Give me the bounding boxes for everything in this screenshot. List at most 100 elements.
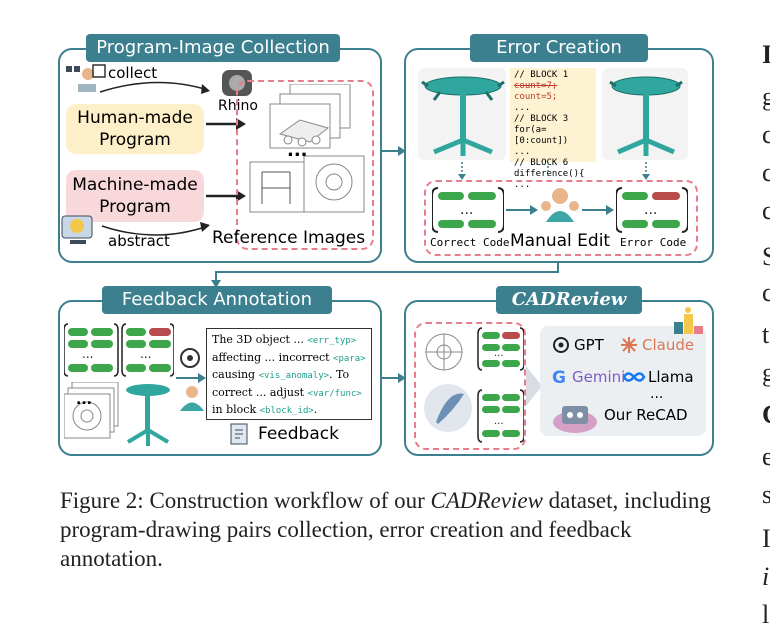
fb-text-6: in block xyxy=(212,403,260,416)
machine-program-line1: Machine-made xyxy=(72,175,198,195)
caption-suffix: dataset, including program-drawing pairs… xyxy=(60,488,711,571)
manual-edit-label: Manual Edit xyxy=(510,231,611,251)
correct-code-blocks: ... xyxy=(432,187,504,233)
gpt-icon xyxy=(553,337,569,353)
reviewer-icon xyxy=(180,386,204,411)
reference-images-label: Reference Images xyxy=(212,228,366,248)
code-line-8: // BLOCK 6 xyxy=(514,158,569,168)
model-ours-label: Our ReCAD xyxy=(604,406,688,424)
correct-cad-model xyxy=(421,76,505,156)
code-snippet: // BLOCK 1 count=7; count=5; ... // BLOC… xyxy=(510,68,596,190)
side-letter-6: S xyxy=(762,242,770,271)
model-gemini-label: Gemini xyxy=(572,368,626,386)
side-letter-8: t xyxy=(762,320,770,349)
fb-text-3: causing xyxy=(212,368,259,381)
svg-text:...: ... xyxy=(494,348,504,359)
side-letter-9: g xyxy=(762,358,770,387)
model-llama-label: Llama xyxy=(648,368,694,386)
recad-icon xyxy=(553,406,597,433)
gemini-icon: G xyxy=(552,368,566,388)
panel-title-error: Error Creation xyxy=(470,34,648,62)
llama-icon xyxy=(622,372,646,382)
feedback-text-card: The 3D object ... <err_typ> affecting ..… xyxy=(206,328,372,420)
panel-title-feedback: Feedback Annotation xyxy=(102,286,332,314)
models-ellipsis: ... xyxy=(650,386,664,402)
edit-arrow-out xyxy=(582,205,614,215)
figure-caption: Figure 2: Construction workflow of our C… xyxy=(60,486,720,573)
reference-ellipsis: ... xyxy=(287,140,308,161)
side-letter-7: c xyxy=(762,278,770,307)
side-letter-14: i xyxy=(762,562,770,591)
svg-text:...: ... xyxy=(644,202,657,218)
fb-text-2: affecting ... incorrect xyxy=(212,350,334,364)
svg-text:...: ... xyxy=(140,347,151,361)
cadreview-funnel-arrow xyxy=(526,366,542,406)
feedback-images xyxy=(64,382,170,446)
side-letter-10: C xyxy=(762,400,770,430)
side-letter-1: I xyxy=(762,40,770,69)
fb-tag-para: <para> xyxy=(333,353,366,364)
machine-to-images-arrow xyxy=(206,190,246,202)
chatgpt-icon xyxy=(180,348,200,368)
leaderboard-icon xyxy=(674,307,703,334)
code-line-2: count=7; xyxy=(514,81,558,91)
collect-label: collect xyxy=(108,64,158,82)
side-letter-2: g xyxy=(762,82,770,111)
svg-text:...: ... xyxy=(82,347,93,361)
side-letter-5: c xyxy=(762,196,770,225)
collect-arrow xyxy=(99,81,210,94)
error-code-label: Error Code xyxy=(620,236,687,249)
model-gpt-label: GPT xyxy=(574,336,604,354)
abstract-label: abstract xyxy=(108,232,170,250)
edit-arrow-in xyxy=(506,205,538,215)
human-program-line1: Human-made xyxy=(77,108,193,128)
edit-process-frame xyxy=(424,180,698,256)
svg-text:...: ... xyxy=(460,202,473,218)
cadreview-samples-frame xyxy=(414,322,526,450)
code-line-10: ... xyxy=(514,180,531,190)
abstract-arrow xyxy=(101,222,210,236)
svg-text:...: ... xyxy=(494,416,504,427)
claude-icon xyxy=(621,337,637,353)
fb-text-1: The 3D object ... xyxy=(212,333,308,346)
fb-text-5: correct ... adjust xyxy=(212,385,308,399)
machine-program-line2: Program xyxy=(99,197,171,217)
side-letter-15: l xyxy=(762,600,770,629)
feedback-doc-icon xyxy=(230,423,248,445)
side-letter-3: c xyxy=(762,120,770,149)
code-line-7: ... xyxy=(514,147,531,157)
collection-to-error-arrow xyxy=(380,146,406,156)
error-to-feedback-connector xyxy=(211,262,559,288)
human-program-box: Human-made Program xyxy=(66,104,204,154)
feedback-arrow xyxy=(176,373,206,383)
model-claude-label: Claude xyxy=(642,336,695,354)
fb-text-7: . xyxy=(313,403,318,416)
error-down-arrows xyxy=(458,162,650,180)
correct-code-label: Correct Code xyxy=(430,236,510,249)
feedback-ellipsis: ... xyxy=(76,392,92,408)
idea-icon xyxy=(61,215,93,244)
feedback-label: Feedback xyxy=(258,424,339,444)
fb-tag-vis-anomaly: <vis_anomaly> xyxy=(258,371,330,381)
error-code-blocks: ... xyxy=(616,187,688,233)
fb-tag-err-typ: <err_typ> xyxy=(307,336,357,346)
fb-text-4: . To xyxy=(329,368,350,381)
annotator-icon xyxy=(541,188,579,222)
code-line-9: difference(){ xyxy=(514,169,585,179)
panel-title-collection: Program-Image Collection xyxy=(86,34,340,62)
human-program-line2: Program xyxy=(99,130,171,150)
fb-tag-var-func: <var/func> xyxy=(307,388,362,399)
reference-images-frame xyxy=(236,80,374,250)
collect-icon xyxy=(92,64,106,78)
reference-images-thumbnails xyxy=(249,84,365,213)
code-line-3: count=5; xyxy=(514,92,558,102)
code-line-1: // BLOCK 1 xyxy=(514,70,569,80)
side-letter-4: c xyxy=(762,158,770,187)
caption-name: CADReview xyxy=(430,488,543,513)
caption-prefix: Figure 2: Construction workflow of our xyxy=(60,488,431,513)
human-to-images-arrow xyxy=(206,118,246,130)
fb-tag-block-id: <block_id> xyxy=(259,406,314,416)
side-letter-12: s xyxy=(762,480,770,509)
side-letter-11: e xyxy=(762,442,770,471)
side-letter-13: I xyxy=(762,524,770,553)
